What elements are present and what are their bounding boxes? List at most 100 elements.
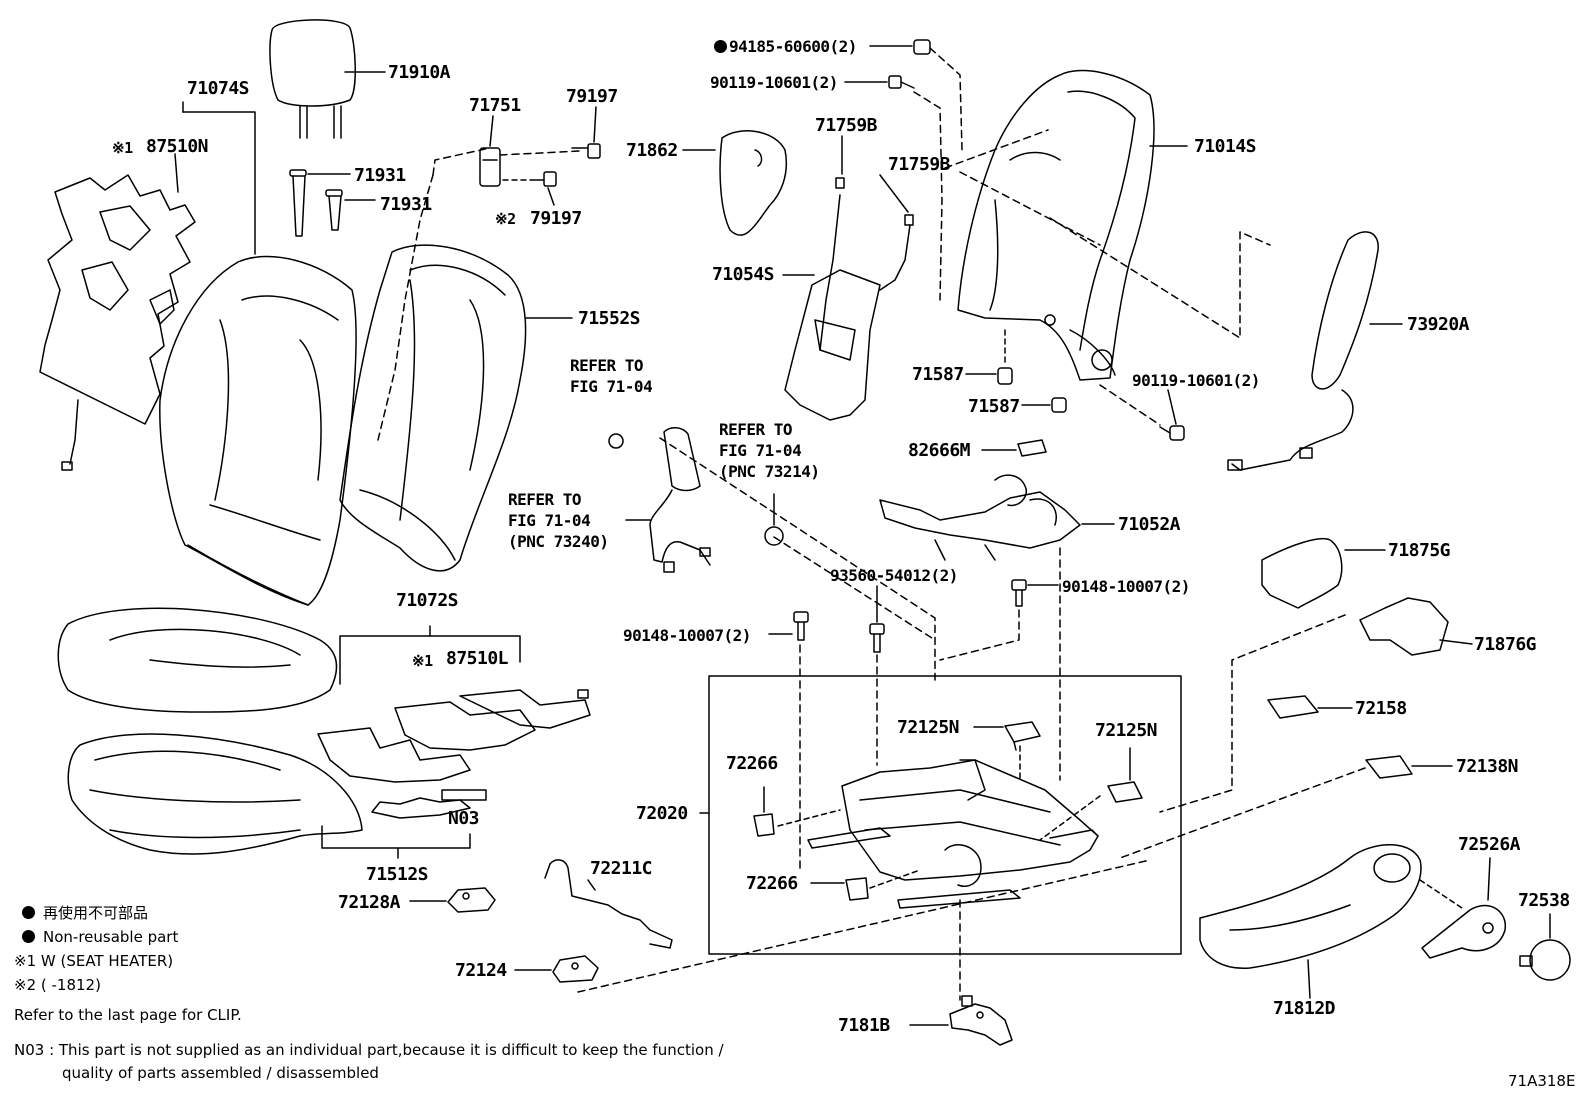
label-90119-upper[interactable]: 90119-10601(2): [710, 73, 838, 92]
label-72128a[interactable]: 72128A: [338, 892, 401, 913]
cover-72125n-left-part[interactable]: [1004, 721, 1041, 751]
refer-fig-71-04[interactable]: REFER TO FIG 71-04: [570, 356, 653, 396]
label-72526a[interactable]: 72526A: [1458, 834, 1521, 855]
bolt-90119-upper-part[interactable]: [888, 75, 915, 89]
label-71931-lower[interactable]: 71931: [380, 194, 432, 215]
bracket-82666m-part[interactable]: [1017, 439, 1047, 457]
cover-72128a-part[interactable]: [447, 887, 496, 913]
label-72124[interactable]: 72124: [455, 960, 507, 981]
label-87510l[interactable]: 87510L: [446, 648, 509, 669]
legend-mark-1: ※1 W (SEAT HEATER): [14, 952, 174, 970]
side-airbag-73920a-part[interactable]: [1227, 231, 1379, 471]
guide-71931-lower-part[interactable]: [325, 189, 343, 231]
seatback-cover-71074s-part[interactable]: [159, 255, 357, 606]
seatback-frame-71014s-part[interactable]: [957, 69, 1155, 381]
label-72158[interactable]: 72158: [1355, 698, 1407, 719]
label-71751[interactable]: 71751: [469, 95, 521, 116]
bolt-90119-lower-part[interactable]: [1159, 425, 1185, 441]
label-90119-lower[interactable]: 90119-10601(2): [1132, 371, 1260, 390]
guide-71931-upper-part[interactable]: [289, 169, 307, 237]
label-71014s[interactable]: 71014S: [1194, 136, 1257, 157]
label-72138n[interactable]: 72138N: [1456, 756, 1519, 777]
label-73920a[interactable]: 73920A: [1407, 314, 1470, 335]
seatback-pad-71552s-part[interactable]: [339, 244, 527, 572]
label-71072s[interactable]: 71072S: [396, 590, 459, 611]
label-71552s[interactable]: 71552S: [578, 308, 641, 329]
label-90148-right[interactable]: 90148-10007(2): [1062, 577, 1190, 596]
label-7181b[interactable]: 7181B: [838, 1015, 890, 1036]
label-71052a[interactable]: 71052A: [1118, 514, 1181, 535]
legend-jp: 再使用不可部品: [43, 904, 149, 922]
refer-fig-71-04-pnc-73240[interactable]: REFER TO FIG 71-04 (PNC 73240): [508, 490, 609, 551]
label-71759b-upper[interactable]: 71759B: [815, 115, 878, 136]
label-72538[interactable]: 72538: [1518, 890, 1570, 911]
label-71512s[interactable]: 71512S: [366, 864, 429, 885]
label-72211c[interactable]: 72211C: [590, 858, 653, 879]
legend-n03-note: N03 : This part is not supplied as an in…: [14, 1041, 724, 1059]
lumbar-71054s-part[interactable]: [784, 177, 914, 421]
label-87510n-mark: ※1: [112, 139, 133, 157]
cushion-pad-71512s-part[interactable]: [67, 733, 363, 855]
cover-71862-part[interactable]: [719, 130, 787, 236]
harness-71052a-part[interactable]: [879, 474, 1081, 561]
label-71862[interactable]: 71862: [626, 140, 678, 161]
cover-72125n-right-part[interactable]: [1107, 781, 1143, 803]
refer-fig-71-04-pnc-73214[interactable]: REFER TO FIG 71-04 (PNC 73214): [719, 420, 820, 481]
seatbelt-buckle-part[interactable]: [608, 427, 711, 573]
clip-72266-upper-part[interactable]: [753, 813, 775, 837]
label-72020[interactable]: 72020: [636, 803, 688, 824]
label-71587-lower[interactable]: 71587: [968, 396, 1020, 417]
grommet-part[interactable]: [764, 526, 784, 546]
clip-71587-lower-part[interactable]: [1051, 397, 1067, 413]
nut-94185-part[interactable]: [913, 39, 931, 55]
cushion-cover-71072s-part[interactable]: [57, 607, 338, 713]
screw-79197-alt-part[interactable]: [529, 171, 557, 187]
bolt-90148-right-part[interactable]: [1011, 579, 1027, 607]
label-87510n[interactable]: 87510N: [146, 136, 209, 157]
label-90148-left[interactable]: 90148-10007(2): [623, 626, 751, 645]
cover-72138n-part[interactable]: [1365, 755, 1413, 779]
bracket-7181b-part[interactable]: [949, 995, 1013, 1046]
clip-71587-upper-part[interactable]: [997, 367, 1013, 385]
cap-72538-part[interactable]: [1519, 939, 1571, 981]
clip-72266-lower-part[interactable]: [845, 877, 869, 901]
headrest-71910a-part[interactable]: [269, 19, 357, 139]
label-71054s[interactable]: 71054S: [712, 264, 775, 285]
bolt-90148-left-part[interactable]: [793, 611, 809, 641]
label-82666m[interactable]: 82666M: [908, 440, 971, 461]
cover-72124-part[interactable]: [552, 955, 599, 983]
bolt-93560-part[interactable]: [869, 623, 885, 653]
label-71876g[interactable]: 71876G: [1474, 634, 1537, 655]
label-71759b-lower[interactable]: 71759B: [888, 154, 951, 175]
label-72266-lower[interactable]: 72266: [746, 873, 798, 894]
label-71587-upper[interactable]: 71587: [912, 364, 964, 385]
label-71910a[interactable]: 71910A: [388, 62, 451, 83]
screw-79197-part[interactable]: [571, 143, 601, 159]
label-93560[interactable]: 93560-54012(2): [830, 566, 958, 585]
wire-72211c-part[interactable]: [544, 859, 673, 949]
label-94185[interactable]: 94185-60600(2): [729, 37, 857, 56]
label-71074s[interactable]: 71074S: [187, 78, 250, 99]
legend-en: Non-reusable part: [43, 928, 179, 946]
label-79197-upper[interactable]: 79197: [566, 86, 618, 107]
label-71875g[interactable]: 71875G: [1388, 540, 1451, 561]
cover-71876g-part[interactable]: [1359, 597, 1449, 656]
non-reusable-bullet-icon: [22, 930, 35, 943]
label-72125n-right[interactable]: 72125N: [1095, 720, 1158, 741]
label-72266-upper[interactable]: 72266: [726, 753, 778, 774]
seat-heater-87510l-part[interactable]: [317, 689, 591, 819]
label-n03[interactable]: N03: [448, 808, 480, 829]
seat-heater-87510n-part[interactable]: [39, 174, 196, 471]
label-79197-lower[interactable]: 79197: [530, 208, 582, 229]
label-72125n-left[interactable]: 72125N: [897, 717, 960, 738]
seat-track-72020-part[interactable]: [807, 759, 1099, 909]
knob-72526a-part[interactable]: [1421, 904, 1506, 959]
label-71812d[interactable]: 71812D: [1273, 998, 1336, 1019]
legend-clip-note: Refer to the last page for CLIP.: [14, 1006, 242, 1024]
side-shield-71812d-part[interactable]: [1199, 844, 1422, 969]
cover-71875g-part[interactable]: [1261, 538, 1343, 609]
cover-72158-part[interactable]: [1267, 695, 1319, 719]
label-71931-upper[interactable]: 71931: [354, 165, 406, 186]
lock-71751-part[interactable]: [479, 147, 501, 187]
